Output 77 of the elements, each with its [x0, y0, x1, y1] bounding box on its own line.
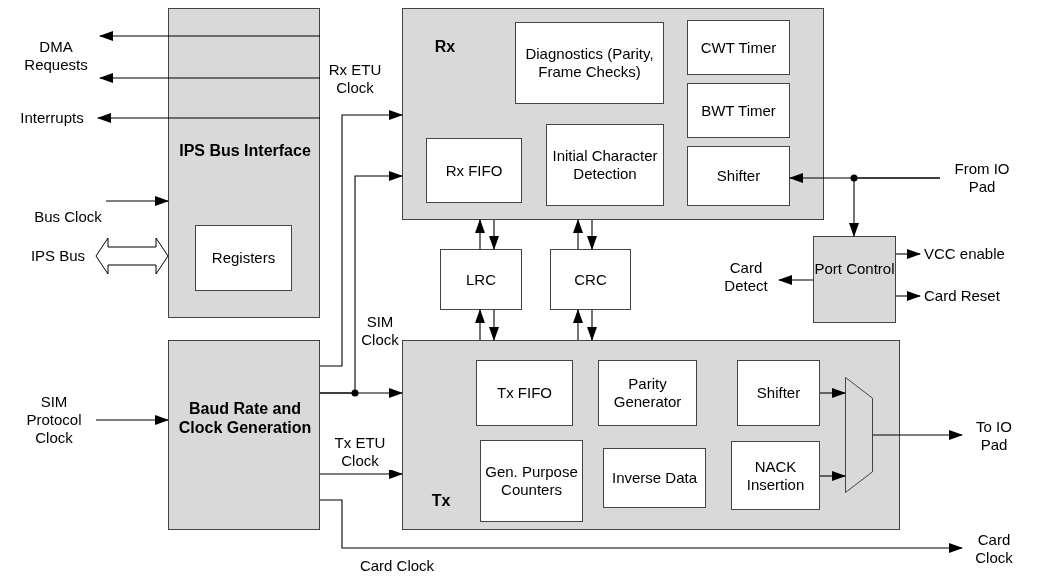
signal-arrow [849, 177, 941, 237]
block-label: CWT Timer [700, 38, 777, 57]
signal-label: Card Detect [713, 256, 779, 298]
function-block [603, 448, 706, 508]
module-title: Baud Rate and Clock Generation [177, 399, 313, 438]
signal-label: From IO Pad [940, 159, 1024, 197]
signal-arrow [895, 291, 921, 301]
signal-arrow [99, 73, 321, 83]
signal-arrow [895, 249, 921, 259]
signal-label: Interrupts [6, 108, 98, 128]
function-block [195, 225, 292, 291]
function-block [440, 249, 522, 310]
module-title: Tx [430, 491, 452, 511]
signal-arrow [319, 388, 403, 398]
multiplexer-symbol [845, 377, 873, 493]
module-panel [168, 340, 320, 530]
signal-arrow [819, 388, 846, 398]
signal-label: VCC enable [920, 244, 1060, 264]
block-label: LRC [466, 270, 496, 289]
function-block [480, 440, 583, 522]
block-label: BWT Timer [701, 101, 776, 120]
signal-arrow [489, 309, 499, 341]
signal-label: DMA Requests [12, 28, 100, 84]
module-panel [402, 8, 824, 220]
function-block [550, 249, 631, 310]
block-label: Shifter [756, 384, 801, 402]
function-block [426, 138, 522, 203]
block-label: CRC [574, 270, 607, 289]
signal-arrow [872, 430, 963, 440]
block-label: Gen. Purpose Counters [484, 463, 579, 499]
function-block [546, 124, 664, 206]
block-label: Initial Character Detection [551, 147, 659, 183]
signal-arrow [587, 219, 597, 250]
function-block [687, 20, 790, 75]
block-label: Inverse Data [611, 469, 697, 487]
function-block [687, 83, 790, 138]
module-title: Port Control [814, 260, 895, 278]
function-block [515, 22, 664, 104]
signal-arrow [319, 499, 963, 553]
function-block [476, 360, 573, 426]
block-label: Rx FIFO [445, 161, 503, 180]
signal-arrow [489, 219, 499, 250]
signal-arrow [778, 275, 814, 285]
signal-label: Card Reset [920, 286, 1050, 306]
signal-label: SIM Protocol Clock [12, 392, 96, 448]
function-block [737, 360, 820, 426]
signal-label: To IO Pad [962, 416, 1026, 456]
block-label: Registers [211, 249, 276, 267]
block-label: Shifter [716, 167, 761, 185]
module-title: IPS Bus Interface [178, 141, 312, 161]
signal-arrow [97, 113, 321, 123]
signal-label: IPS Bus [20, 246, 96, 266]
signal-arrow [573, 219, 583, 250]
signal-arrow [475, 309, 485, 341]
signal-label: Bus Clock [30, 190, 106, 226]
signal-arrow [99, 31, 321, 41]
signal-arrow [105, 196, 169, 206]
function-block [731, 441, 820, 510]
bus-arrow [95, 237, 169, 275]
block-label: Parity Generator [612, 375, 683, 411]
function-block [687, 146, 790, 206]
function-block [598, 360, 697, 426]
signal-label: Card Clock [962, 530, 1026, 568]
module-panel [402, 340, 900, 530]
module-title: Rx [433, 37, 457, 57]
signal-arrow [319, 469, 403, 479]
module-panel [168, 8, 320, 318]
signal-arrow [475, 219, 485, 250]
signal-arrow [587, 309, 597, 341]
signal-arrow [319, 110, 403, 367]
block-label: Diagnostics (Parity, Frame Checks) [524, 45, 655, 81]
signal-arrow [95, 415, 169, 425]
signal-arrow [573, 309, 583, 341]
block-label: Tx FIFO [497, 384, 552, 402]
block-label: NACK Insertion [745, 457, 806, 494]
signal-arrow [819, 471, 846, 481]
module-panel [813, 236, 896, 323]
